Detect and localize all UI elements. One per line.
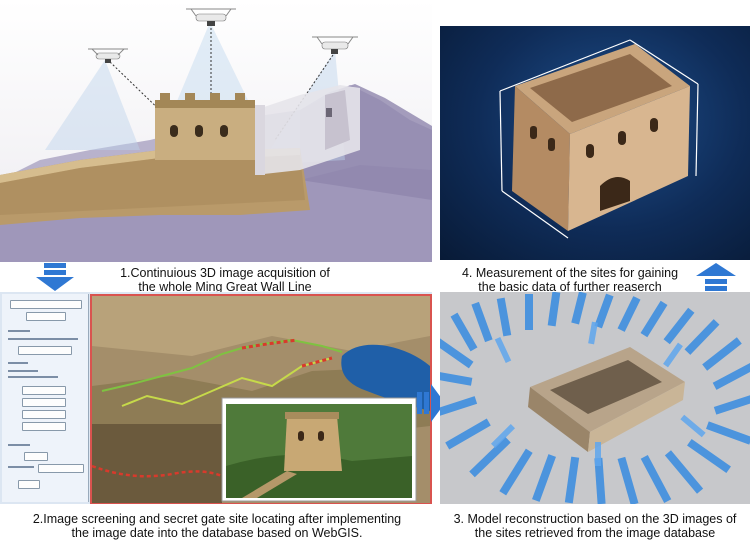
sidebar-control bbox=[22, 422, 66, 431]
webgis-map-view bbox=[90, 294, 432, 504]
double-down-arrow-icon bbox=[36, 263, 74, 291]
caption-step-1: 1.Continuious 3D image acquisition of th… bbox=[90, 266, 360, 294]
caption-step-2: 2.Image screening and secret gate site l… bbox=[4, 512, 430, 540]
sidebar-control bbox=[24, 452, 48, 461]
sidebar-label bbox=[8, 370, 38, 372]
double-up-arrow-icon bbox=[696, 263, 736, 291]
drone-icon bbox=[312, 36, 358, 54]
sidebar-label bbox=[8, 466, 34, 468]
caption-step-2-line-1: 2.Image screening and secret gate site l… bbox=[32, 512, 402, 526]
sidebar-label bbox=[8, 362, 28, 364]
caption-step-4-line-2: the basic data of further reaserch bbox=[478, 280, 662, 294]
caption-step-3: 3. Model reconstruction based on the 3D … bbox=[440, 512, 750, 540]
sidebar-control bbox=[26, 312, 66, 321]
panel-image-acquisition bbox=[0, 0, 432, 262]
caption-step-4: 4. Measurement of the sites for gaining … bbox=[440, 266, 700, 294]
satellite-map bbox=[92, 296, 430, 503]
caption-step-1-line-2: the whole Ming Great Wall Line bbox=[138, 280, 312, 294]
drone-icon bbox=[186, 8, 236, 26]
sidebar-control bbox=[38, 464, 84, 473]
tower-point-cloud-model bbox=[499, 39, 699, 239]
sidebar-control bbox=[22, 386, 66, 395]
sidebar-control bbox=[18, 480, 40, 489]
caption-step-1-line-1: 1.Continuious 3D image acquisition of bbox=[120, 266, 330, 280]
sidebar-label bbox=[8, 444, 30, 446]
great-wall-drone-illustration bbox=[0, 8, 432, 262]
webgis-sidebar bbox=[2, 294, 89, 502]
caption-step-2-line-2: the image date into the database based o… bbox=[71, 526, 363, 540]
sidebar-control bbox=[10, 300, 82, 309]
sidebar-control bbox=[18, 346, 72, 355]
caption-step-3-line-2: the sites retrieved from the image datab… bbox=[474, 526, 716, 540]
panel-webgis-screening bbox=[0, 292, 432, 504]
caption-step-4-line-1: 4. Measurement of the sites for gaining bbox=[461, 266, 679, 280]
panel-model-reconstruction bbox=[440, 292, 750, 504]
sidebar-control bbox=[22, 410, 66, 419]
sidebar-label bbox=[8, 338, 78, 340]
panel-site-measurement bbox=[440, 26, 750, 260]
sidebar-label bbox=[8, 376, 58, 378]
sidebar-control bbox=[22, 398, 66, 407]
sidebar-label bbox=[8, 330, 30, 332]
camera-poses-reconstruction bbox=[440, 292, 750, 504]
caption-step-3-line-1: 3. Model reconstruction based on the 3D … bbox=[453, 512, 737, 526]
drone-icon bbox=[88, 48, 128, 63]
double-right-arrow-icon bbox=[417, 384, 445, 422]
